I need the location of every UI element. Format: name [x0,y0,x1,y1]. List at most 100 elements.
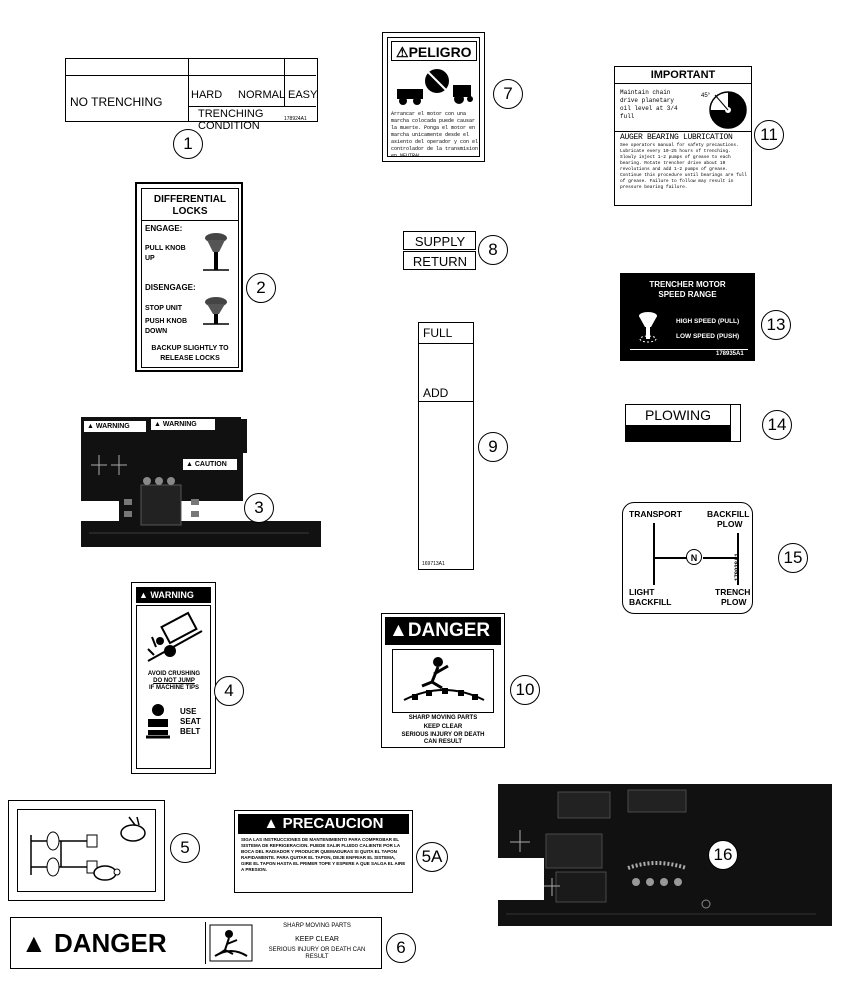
backfill-plow-label-1: BACKFILL [707,509,750,519]
push-knob-label: PUSH KNOB DOWN [145,318,188,335]
knob-up-icon [203,233,229,271]
decal-5a-precaucion: ▲ PRECAUCION SIGA LAS INSTRUCCIONES DE M… [234,810,413,893]
transport-label: TRANSPORT [629,509,682,519]
pull-knob-label: PULL KNOB UP [145,245,186,262]
title-line-1: TRENCHER MOTOR [649,280,726,289]
decal-8-return: RETURN [403,251,476,270]
callout-5a: 5A [416,842,448,872]
warning-text: WARNING [95,423,130,430]
decal-3-control-panel: ▲ WARNING ▲ WARNING ▲ CAUTION [79,415,323,548]
callout-14: 14 [762,410,792,440]
serious-injury-label: SERIOUS INJURY OR DEATH [401,732,485,738]
title-line-2: SPEED RANGE [658,290,717,299]
decal-13-trencher-motor: TRENCHER MOTOR SPEED RANGE HIGH SPEED (P… [620,273,755,361]
entanglement-icon [209,924,253,962]
decal-16-control-panel [496,782,834,926]
can-result-label: CAN RESULT [423,739,463,745]
keep-clear-label: KEEP CLEAR [423,724,463,730]
callout-5: 5 [170,833,200,863]
callout-13: 13 [761,310,791,340]
supply-label: SUPPLY [414,234,466,249]
light-backfill-label-2: BACKFILL [629,597,672,607]
precaucion-header: ▲ PRECAUCION [238,814,409,834]
peligro-header: ⚠PELIGRO [391,41,477,61]
danger-header: ▲DANGER [385,617,501,645]
decal-5-speed-selector [8,800,165,901]
knob-icon [639,312,657,343]
danger-strip-label: ▲ DANGER [21,928,167,958]
trench-plow-label-1: TRENCH [715,587,751,597]
angle-label: 45° [701,93,711,99]
decal-14-plowing: PLOWING [625,404,741,442]
disengage-label: DISENGAGE: [145,283,196,292]
warning-text: WARNING [162,421,197,428]
plowing-label: PLOWING [644,407,712,423]
title: DIFFERENTIAL LOCKS [153,194,227,217]
callout-16: 16 [708,840,738,870]
callout-15: 15 [778,543,808,573]
maintain-text: Maintain chain drive planetary oil level… [620,89,678,120]
avoid-crushing-label: AVOID CRUSHING [147,671,201,677]
hard-label: HARD [191,89,223,101]
part-number: 178935A1 [716,351,744,357]
do-not-jump-label: DO NOT JUMP [153,678,195,684]
seat-belt-icon [146,704,170,739]
belt-label: BELT [180,727,201,736]
caution-text: CAUTION [194,461,227,468]
auger-title: AUGER BEARING LUBRICATION [620,133,733,142]
engage-label: ENGAGE: [145,224,183,233]
sharp-moving-parts-label: SHARP MOVING PARTS [408,715,478,721]
serious-injury-label: SERIOUS INJURY OR DEATH CAN RESULT [268,947,366,960]
entanglement-icon [403,657,485,701]
decal-9-fluid-level: FULL ADD 169713A1 [418,322,474,570]
low-speed-label: LOW SPEED (PUSH) [676,333,740,340]
callout-4: 4 [214,676,244,706]
auger-body: See operators manual for safety precauti… [620,143,747,190]
part-number: 178938A1 [735,553,741,581]
callout-9: 9 [478,432,508,462]
run-over-icon [397,69,473,105]
normal-label: NORMAL [238,89,286,101]
keep-clear-label: KEEP CLEAR [295,936,339,943]
seat-label: SEAT [180,717,201,726]
callout-7: 7 [493,79,523,109]
peligro-body: Arrancar el motor con una marcha colocad… [391,111,479,159]
oil-level-icon [709,91,747,129]
callout-3: 3 [244,493,274,523]
neutral-marker: N [686,549,702,565]
callout-6: 6 [386,933,416,963]
decal-11-important: IMPORTANT Maintain chain drive planetary… [614,66,752,206]
stop-unit-label: STOP UNIT [145,305,183,312]
decal-8-supply: SUPPLY [403,231,476,250]
use-label: USE [180,707,197,716]
high-speed-label: HIGH SPEED (PULL) [676,318,740,325]
decal-7-peligro: ⚠PELIGRO Arrancar el motor con una march… [382,32,485,162]
return-label: RETURN [412,254,468,269]
warning-tag-1: ▲ WARNING [84,421,146,432]
callout-2: 2 [246,273,276,303]
decal-15-shift-pattern: TRANSPORT BACKFILL PLOW LIGHT BACKFILL T… [622,502,753,614]
decal-6-danger-strip: ▲ DANGER SHARP MOVING PARTS KEEP CLEAR S… [10,917,382,969]
precaucion-body: SIGA LAS INSTRUCCIONES DE MANTENIMIENTO … [241,837,406,872]
decal-10-danger: ▲DANGER SHARP MOVING PARTS KEEP CLEAR SE… [381,613,505,748]
knob-down-icon [203,297,229,325]
warning-tag-2: ▲ WARNING [151,419,215,430]
decal-1-trenching-condition: NO TRENCHING HARD NORMAL EASY TRENCHING … [65,58,318,132]
full-label: FULL [423,326,453,340]
light-backfill-label-1: LIGHT [629,587,655,597]
rollover-crush-icon [147,611,203,662]
part-number: 169713A1 [422,561,445,567]
rabbit-turtle-icon [30,816,146,881]
sharp-moving-parts-label: SHARP MOVING PARTS [283,923,351,929]
decal-2-differential-locks: DIFFERENTIAL LOCKS ENGAGE: PULL KNOB UP … [135,182,243,372]
trenching-condition-label: TRENCHING CONDITION [198,108,264,132]
if-machine-tips-label: IF MACHINE TIPS [148,685,199,691]
callout-11: 11 [754,120,784,150]
caution-tag: ▲ CAUTION [183,459,237,470]
no-trenching-label: NO TRENCHING [70,95,163,109]
add-label: ADD [423,386,449,400]
trench-plow-label-2: PLOW [721,597,747,607]
callout-8: 8 [478,235,508,265]
warning-header: ▲ WARNING [136,587,211,603]
callout-10: 10 [510,675,540,705]
